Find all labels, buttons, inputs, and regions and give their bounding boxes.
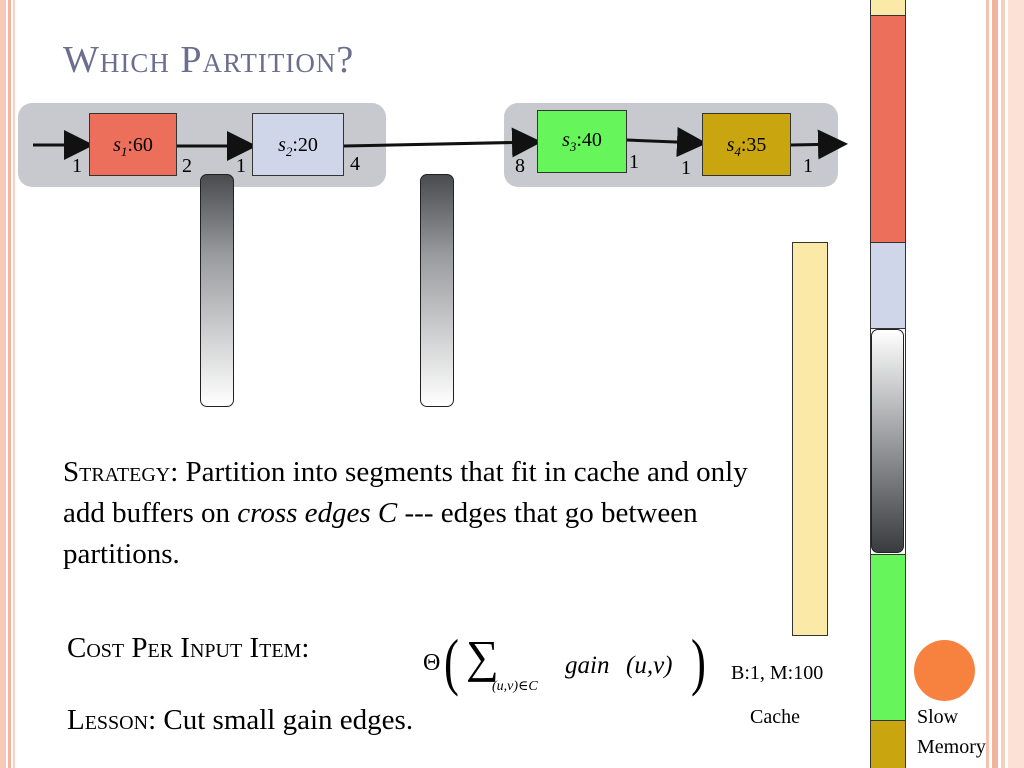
cost-args: (u,v) [626, 652, 673, 679]
node-s3: s3:40 [537, 110, 627, 173]
node-s1: s1:60 [89, 113, 177, 176]
node-s4: s4:35 [702, 113, 791, 176]
cache-bar [792, 242, 828, 636]
memory-segment-s1 [871, 16, 905, 243]
lesson-lead: Lesson [67, 704, 149, 736]
lesson-text: Lesson: Cut small gain edges. [67, 704, 413, 737]
node-s3-label: s3:40 [562, 129, 602, 154]
rate-s3-out: 1 [629, 151, 639, 173]
lesson-body: : Cut small gain edges. [148, 704, 414, 736]
rate-s2-in: 1 [236, 155, 246, 177]
left-stripe [8, 0, 11, 768]
buffer-2 [420, 174, 454, 407]
left-stripe [13, 0, 15, 768]
cost-subscript: (u,v)∈C [492, 679, 538, 694]
cost-theta: Θ [423, 650, 441, 676]
strategy-lead: Strategy [63, 456, 171, 488]
pipeline-edges [33, 127, 848, 161]
edge-s3-s4 [626, 127, 707, 158]
node-s1-label: s1:60 [113, 134, 153, 159]
strategy-body-2: --- edges that go between partitions. [63, 497, 698, 570]
left-stripe [0, 0, 6, 768]
cache-label: Cache [750, 706, 800, 728]
rate-s4-out: 1 [803, 155, 813, 177]
strategy-italic: cross edges C [237, 497, 398, 529]
edge-out [790, 129, 848, 160]
slow-memory-label-2: Memory [917, 736, 986, 758]
node-s4-label: s4:35 [726, 134, 767, 159]
memory-segment [871, 0, 905, 16]
cost-row: Cost Per Input Item: [67, 632, 309, 665]
memory-segment-s2 [871, 243, 905, 329]
rate-s2-out: 4 [350, 153, 360, 175]
rate-s3-in: 8 [515, 155, 525, 177]
right-stripe [986, 0, 989, 768]
left-paren: ( [444, 626, 459, 697]
right-paren: ) [691, 626, 706, 697]
right-stripe [1001, 0, 1005, 768]
slow-memory-label-1: Slow [917, 706, 959, 728]
right-stripe [1008, 0, 1024, 768]
node-s2-label: s2:20 [278, 134, 318, 159]
strategy-text: Strategy: Partition into segments that f… [63, 452, 763, 575]
rate-s1-out: 2 [182, 155, 192, 177]
cost-gain: gain [565, 652, 610, 679]
buffer-1 [200, 174, 234, 407]
edge-s2-s3 [343, 127, 542, 158]
memory-segment-s4 [871, 721, 905, 768]
memory-buffer [871, 329, 904, 553]
strategy-body-1: : Partition into segments that fit in ca… [63, 456, 748, 529]
cost-lead: Cost Per Input Item: [67, 632, 310, 664]
cost-sigma: ∑ [466, 631, 499, 682]
right-stripe [992, 0, 998, 768]
memory-circle [914, 640, 975, 701]
rate-s1-in: 1 [72, 155, 82, 177]
slide-title: Which Partition? [63, 39, 355, 81]
memory-segment-s3 [871, 555, 905, 721]
bm-label: B:1, M:100 [731, 662, 824, 684]
node-s2: s2:20 [252, 113, 344, 176]
rate-s4-in: 1 [681, 157, 691, 179]
